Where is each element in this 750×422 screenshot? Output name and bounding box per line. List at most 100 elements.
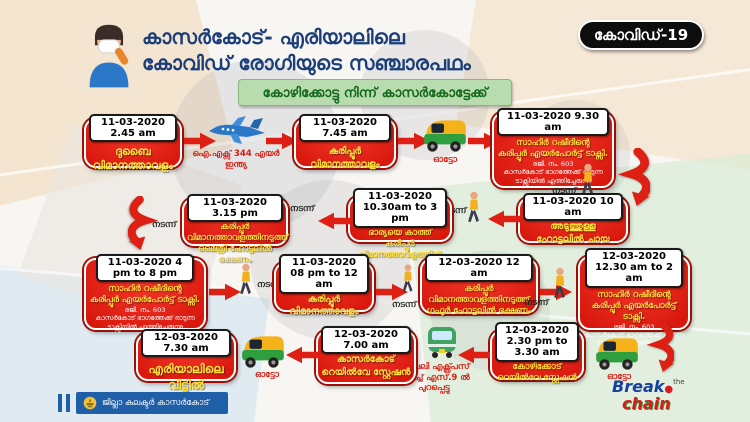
train-icon	[420, 324, 464, 364]
stop-line: എരിയാലിലെ വീട്ടിൽ	[148, 362, 224, 392]
stop-box-dubai-airport: 11-03-2020 2.45 am ദുബൈ വിമാനത്താവളം	[84, 113, 182, 172]
credit-text: ജില്ലാ കലക്ടർ കാസർകോട്	[102, 398, 210, 408]
date-chip: 12-03-2020 7.00 am	[321, 325, 411, 355]
auto-label: ഓട്ടോ	[255, 370, 279, 380]
stop-line: ദുബൈ വിമാനത്താവളം	[92, 145, 174, 173]
arrow-left-icon	[318, 212, 350, 230]
stop-box-hotel-food-315: 11-03-2020 3.15 pm കരിപ്പൂർ വിമാനത്താവളത…	[182, 193, 289, 265]
stop-line: കരിപ്പൂർ വിമാനത്താവളം	[310, 146, 380, 170]
break-the-chain-logo: Break●the chain	[612, 379, 702, 412]
date-chip: 11-03-2020 10 am	[523, 192, 623, 222]
stop-line: അടുത്തുള്ള	[550, 221, 596, 233]
stop-box-airport-wait: 11-03-2020 10.30am to 3 pm ഭാര്യയെ കാത്ത…	[348, 188, 452, 260]
the-text: the	[673, 378, 685, 386]
stop-line: കരിപ്പൂർ എയർപോർട്ട് ടാക്സി.	[89, 295, 200, 306]
stop-line: കാസർകോട് ഭാഗത്തേക്ക് ഓടുന്ന	[503, 168, 603, 177]
stop-line: കരിപ്പൂർ എയർപോർട്ട് ടാക്സി.	[591, 300, 677, 322]
credit-accent-bar	[58, 394, 62, 412]
stop-box-karipur-airport-8to12: 11-03-2020 08 pm to 12 am കരിപ്പൂർ വിമാന…	[274, 254, 374, 317]
date-chip: 11-03-2020 9.30 am	[497, 107, 609, 137]
stop-box-airport-taxi-4to8: 11-03-2020 4 pm to 8 pm സാഹിർ റഷീദിന്റെ …	[84, 253, 206, 331]
stop-line: കാസർകോട് ഭാഗത്തേക്ക് ഓടുന്ന	[584, 330, 684, 339]
stop-line: കാസർകോട് ഭാഗത്തേക്ക് ഓടുന്ന	[95, 314, 195, 323]
date-chip: 11-03-2020 4 pm to 8 pm	[96, 253, 194, 283]
stop-line: ടാക്സിയിൽ എത്തിച്ചേരുന്നു	[515, 176, 591, 185]
stop-line: മൈത്രി ഹോട്ടലിൽ ഭക്ഷണം	[198, 244, 272, 266]
stop-box-eriyal-home: 12-03-2020 7.30 am എരിയാലിലെ വീട്ടിൽ	[136, 328, 236, 392]
stop-line: കരിപ്പൂർ വിമാനത്താവളത്തിൽ	[358, 238, 442, 260]
masked-person-avatar	[82, 22, 136, 92]
walking-person-icon	[550, 266, 570, 306]
walked-label: നടന്ന്	[152, 220, 177, 230]
flight-number-label: ഐ.എക്സ് 344 എയർ ഇന്ത്യ	[192, 149, 280, 170]
walked-label: നടന്ന്	[392, 300, 417, 310]
walked-label: നടന്ന്	[442, 206, 467, 216]
walked-label: നടന്ന്	[257, 280, 282, 290]
stop-line: കോഴിക്കോട്	[512, 361, 562, 372]
date-chip: 11-03-2020 3.15 pm	[187, 193, 283, 223]
credit-accent-bar	[66, 394, 70, 412]
train-label-line1: മാവേലി എക്സ്പ്രസ്	[398, 362, 470, 372]
auto-rickshaw-icon	[592, 334, 642, 376]
auto-label: ഓട്ടോ	[433, 155, 457, 165]
date-chip: 11-03-2020 08 pm to 12 am	[279, 254, 369, 294]
walked-label: നടന്ന്	[524, 298, 549, 308]
walking-person-icon	[578, 162, 598, 202]
date-chip: 12-03-2020 2.30 pm to 3.30 am	[495, 322, 579, 362]
stop-box-hotel-tea: 11-03-2020 10 am അടുത്തുള്ള ഹോട്ടലിൽ ചായ	[518, 192, 628, 245]
walked-label: നടന്ന്	[552, 186, 577, 196]
date-chip: 11-03-2020 7.45 am	[299, 113, 391, 143]
train-label-line2: കോച്ച് എസ്.9 ൽ പുറപ്പെട്ടു	[398, 372, 470, 394]
stop-line: ടാക്സിയിൽ എത്തിച്ചേരുന്നു	[107, 322, 183, 331]
stop-box-airport-taxi-930: 11-03-2020 9.30 am സാഹിർ റഷീദിന്റെ കരിപ്…	[492, 107, 614, 188]
stop-line: റെയിൽവേ സ്റ്റേഷൻ	[497, 372, 577, 383]
credit-bar: ജില്ലാ കലക്ടർ കാസർകോട്	[76, 392, 228, 414]
stop-line: റെയിൽവേ സ്റ്റേഷൻ	[321, 366, 411, 378]
curvy-arrow-down-icon	[640, 321, 675, 376]
stop-box-kasaragod-railway: 12-03-2020 7.00 am കാസർകോട് റെയിൽവേ സ്റ്…	[316, 325, 416, 384]
walking-person-icon	[236, 262, 256, 302]
stop-box-hotel-food-12am: 12-03-2020 12 am കരിപ്പൂർ വിമാനത്താവളത്ത…	[420, 253, 538, 317]
break-text: Break	[612, 377, 665, 396]
auto-rickshaw-icon	[420, 116, 470, 158]
page-title: കാസർകോട്- എരിയാലിലെ കോവിഡ് രോഗിയുടെ സഞ്ച…	[142, 24, 471, 76]
stop-box-kozhikode-railway: 12-03-2020 2.30 pm to 3.30 am കോഴിക്കോട്…	[490, 322, 584, 383]
walking-person-icon	[399, 262, 417, 300]
arrow-left-icon	[488, 210, 520, 228]
auto-label: ഓട്ടോ	[607, 372, 631, 382]
date-chip: 11-03-2020 2.45 am	[89, 113, 177, 143]
stop-line: സാഹിർ റഷീദിന്റെ	[597, 289, 671, 300]
date-chip: 12-03-2020 12 am	[425, 253, 533, 283]
title-line-2: കോവിഡ് രോഗിയുടെ സഞ്ചാരപഥം	[142, 51, 471, 75]
chain-text: chain	[622, 394, 671, 413]
auto-rickshaw-icon	[238, 332, 288, 374]
stop-line: ഭാര്യയെ കാത്ത്	[368, 227, 432, 238]
curvy-arrow-down-icon	[127, 195, 166, 254]
date-chip: 12-03-2020 12.30 am to 2 am	[585, 248, 683, 288]
date-chip: 12-03-2020 7.30 am	[141, 328, 231, 358]
route-subtitle-banner: കോഴിക്കോട്ടു നിന്ന് കാസർകോട്ടേക്ക്	[238, 79, 512, 106]
date-chip: 11-03-2020 10.30am to 3 pm	[353, 188, 447, 228]
airplane-icon	[206, 112, 268, 152]
stop-line: രജി. നം. 603	[532, 160, 574, 169]
train-label: മാവേലി എക്സ്പ്രസ് കോച്ച് എസ്.9 ൽ പുറപ്പെ…	[386, 362, 482, 394]
break-dot: ●	[664, 384, 674, 395]
govt-emblem-icon	[83, 396, 97, 410]
stop-box-airport-taxi-1230to2: 12-03-2020 12.30 am to 2 am സാഹിർ റഷീദിന…	[578, 248, 690, 347]
walked-label: നടന്ന്	[290, 204, 315, 214]
stop-line: കരിപ്പൂർ വിമാനത്താവളം	[289, 293, 359, 317]
stop-box-karipur-airport-745: 11-03-2020 7.45 am കരിപ്പൂർ വിമാനത്താവളം	[294, 113, 396, 170]
stop-line: ഗഫൂർ ഹോട്ടലിൽ ഭക്ഷണം	[426, 306, 532, 317]
covid19-badge: കോവിഡ്-19	[578, 20, 705, 50]
stop-line: രജി. നം. 603	[124, 306, 166, 315]
stop-line: കരിപ്പൂർ വിമാനത്താവളത്തിനടുത്ത്	[428, 284, 530, 306]
title-line-1: കാസർകോട്- എരിയാലിലെ	[142, 25, 405, 49]
stop-line: കരിപ്പൂർ വിമാനത്താവളത്തിനടുത്ത്	[187, 222, 289, 244]
stop-line: സാഹിർ റഷീദിന്റെ	[516, 138, 590, 149]
curvy-arrow-down-icon	[610, 147, 651, 210]
stop-line: സാഹിർ റഷീദിന്റെ	[108, 284, 182, 295]
stop-line: ഹോട്ടലിൽ ചായ	[536, 233, 610, 245]
walking-person-icon	[464, 190, 484, 230]
stop-line: കരിപ്പൂർ എയർപോർട്ട് ടാക്സി.	[497, 149, 608, 160]
